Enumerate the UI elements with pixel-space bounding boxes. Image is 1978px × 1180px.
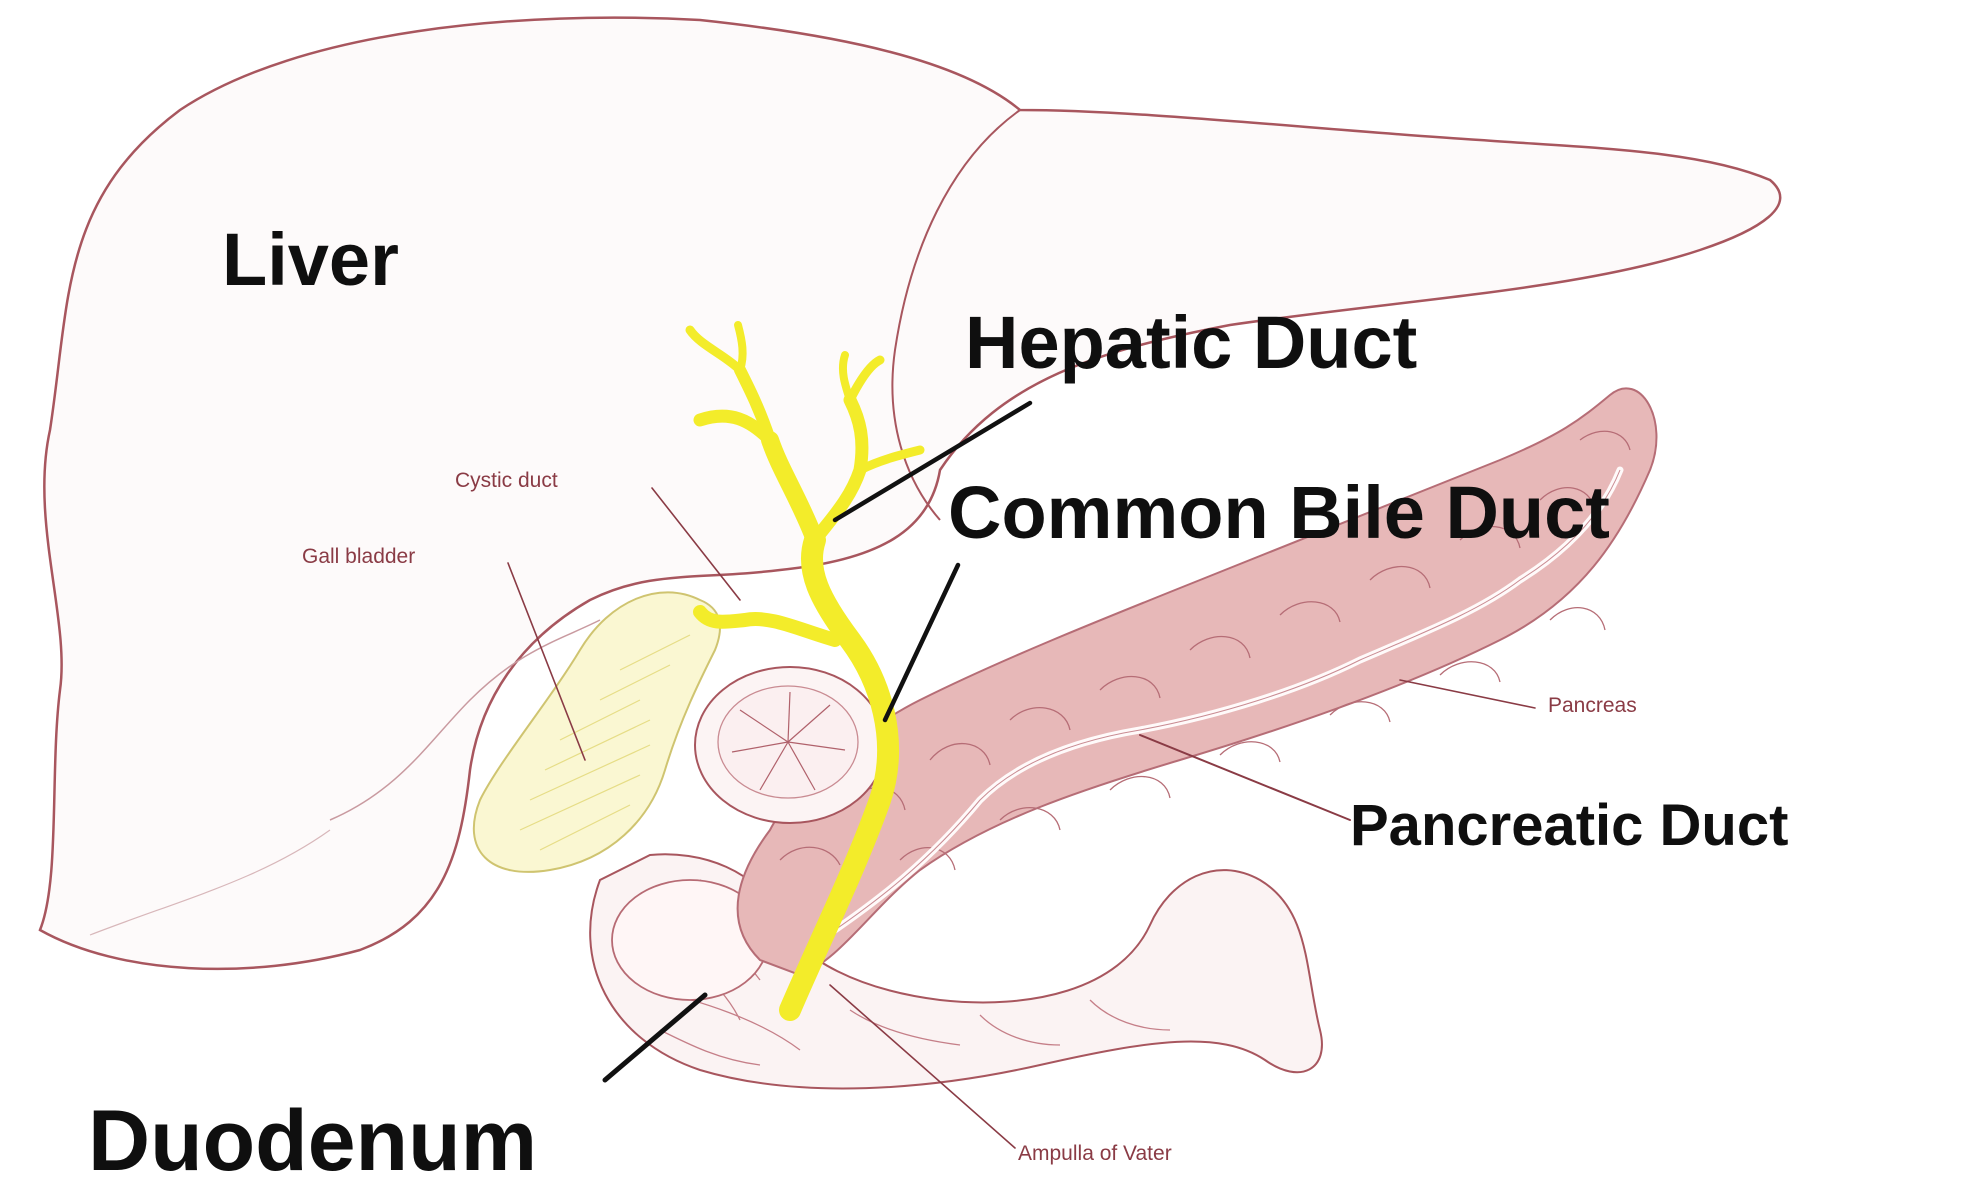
label-ampulla-of-vater: Ampulla of Vater — [1018, 1142, 1172, 1165]
label-pancreas: Pancreas — [1548, 694, 1637, 717]
label-common-bile-duct: Common Bile Duct — [948, 471, 1610, 554]
label-hepatic-duct: Hepatic Duct — [965, 301, 1417, 384]
label-liver: Liver — [222, 218, 399, 301]
leader-pancreatic-duct — [1140, 735, 1350, 820]
leader-pancreas — [1400, 680, 1535, 708]
label-duodenum: Duodenum — [88, 1093, 537, 1180]
hepatic-branch-a2 — [738, 325, 743, 370]
label-pancreatic-duct: Pancreatic Duct — [1350, 793, 1788, 858]
label-gall-bladder: Gall bladder — [302, 545, 415, 568]
portal-vein-stump — [695, 667, 885, 823]
label-cystic-duct: Cystic duct — [455, 469, 558, 492]
duodenum — [590, 854, 1322, 1088]
